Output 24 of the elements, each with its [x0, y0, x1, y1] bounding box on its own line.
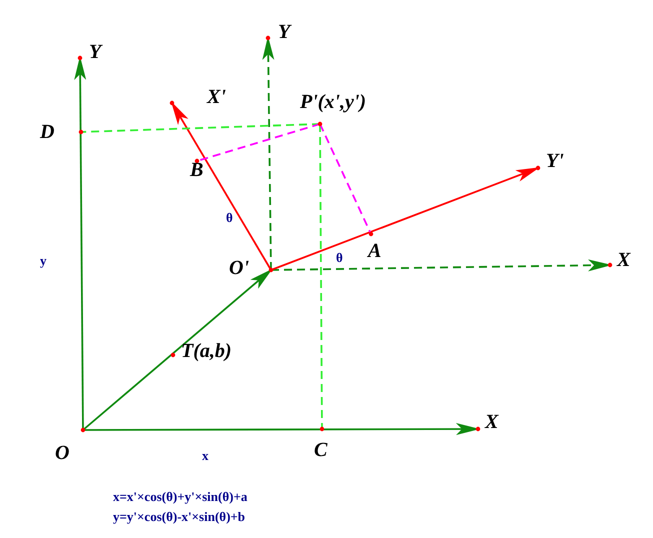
angle-label: θ — [226, 211, 233, 224]
axis-label: x — [202, 449, 208, 462]
axis-arrow — [82, 268, 273, 431]
point-label: X' — [207, 87, 226, 107]
point-label: D — [40, 122, 54, 142]
projection-line — [319, 124, 372, 234]
point-label: T(a,b) — [181, 341, 232, 361]
projection-line — [319, 124, 323, 429]
point-label: X — [617, 250, 630, 270]
point-label: C — [314, 440, 328, 460]
point-label: Y — [89, 42, 102, 62]
point-label: B — [190, 160, 204, 180]
point-label: O — [55, 443, 70, 463]
point-label: Y — [278, 22, 290, 42]
formula-text: y=y'×cos(θ)-x'×sin(θ)+b — [113, 510, 246, 523]
axis-label: y — [40, 254, 46, 267]
point-label: P'(x',y') — [300, 92, 366, 112]
point-label: X — [485, 412, 498, 432]
projection-line — [80, 123, 320, 133]
point-label: Y' — [546, 151, 564, 171]
point-label: O' — [229, 258, 249, 278]
formula-text: x=x'×cos(θ)+y'×sin(θ)+a — [113, 490, 248, 503]
angle-label: θ — [336, 251, 343, 264]
point-label: A — [368, 241, 382, 261]
